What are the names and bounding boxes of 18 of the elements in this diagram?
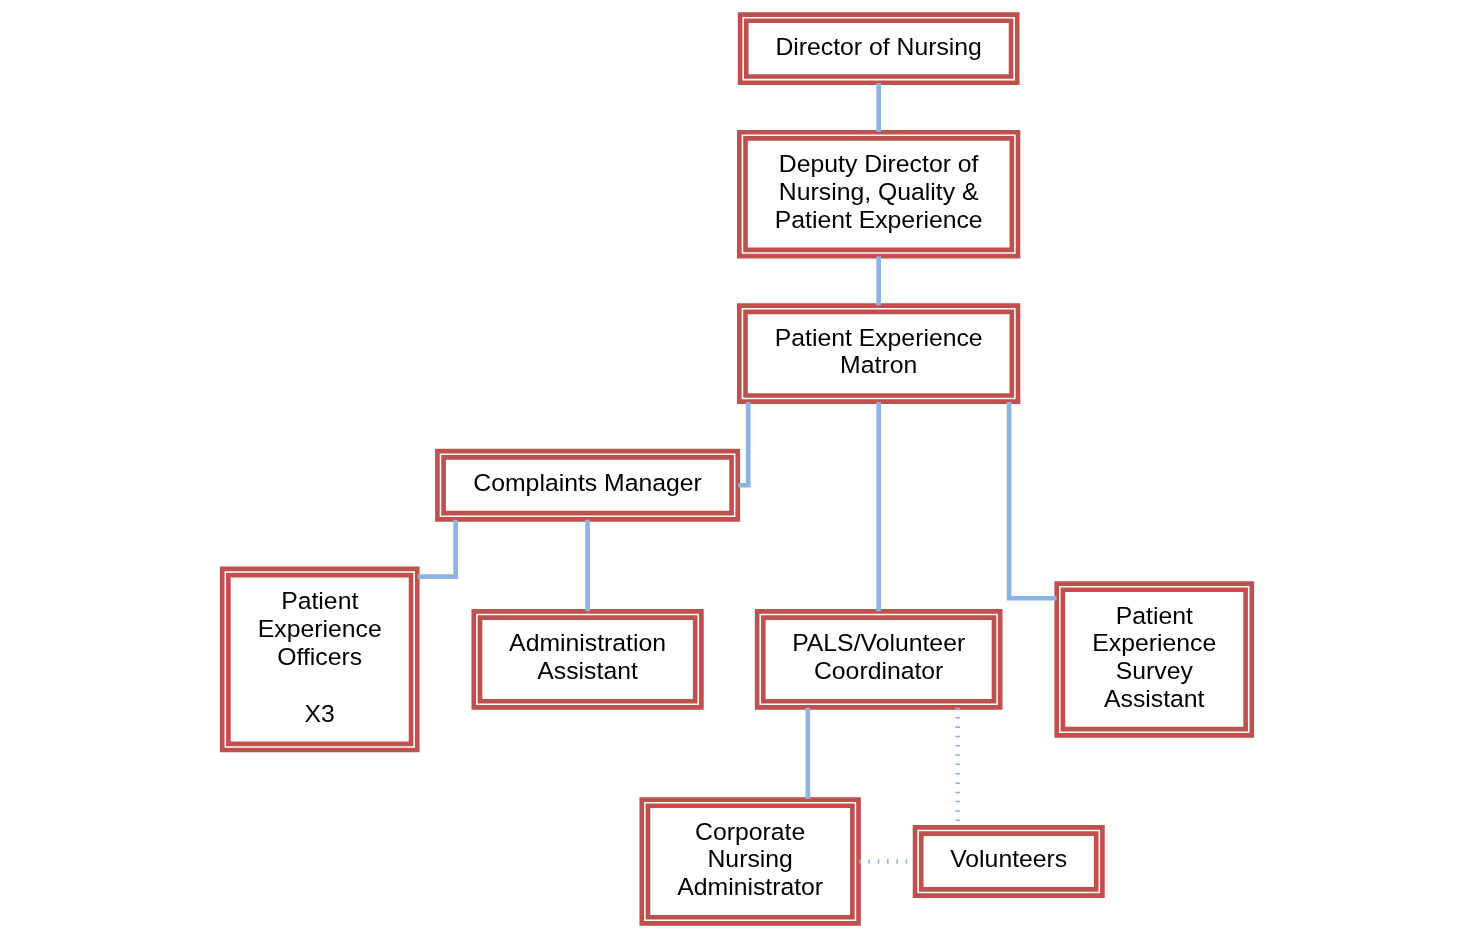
connector [875,256,881,306]
connector [875,402,881,612]
connector [584,519,590,612]
connector [417,519,458,579]
node-box: Patient Experience Matron [736,303,1020,404]
node-box: Deputy Director of Nursing, Quality & Patient Experience [736,129,1020,259]
node-box: Director of Nursing [737,12,1020,85]
node-box: PALS/Volunteer Coordinator [754,609,1003,710]
node-box: Volunteers [912,825,1105,898]
node-box: Patient Experience Survey Assistant [1053,581,1254,738]
node-box: Complaints Manager [434,448,740,522]
connector [805,707,810,799]
connector [737,401,751,488]
connector [875,83,881,132]
node-box: Administration Assistant [470,609,704,710]
connector [1006,402,1057,601]
node-box: Patient Experience Officers X3 [219,566,420,753]
node-box: Corporate Nursing Administrator [638,797,861,926]
